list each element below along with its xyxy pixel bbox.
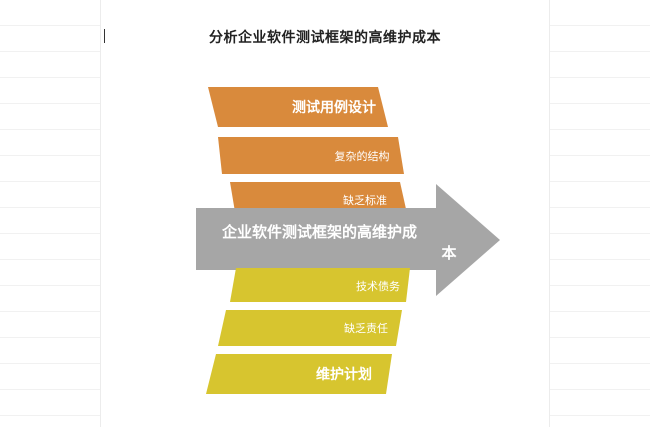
top-block-2 [218, 137, 404, 174]
text-cursor [104, 29, 105, 43]
bottom-block-1 [230, 268, 410, 302]
bottom-block-1-label: 技术债务 [356, 279, 400, 293]
center-label-line1: 企业软件测试框架的高维护成 [221, 223, 417, 241]
diagram-title: 分析企业软件测试框架的高维护成本 [209, 30, 441, 46]
top-block-2-label: 复杂的结构 [335, 149, 390, 163]
bottom-block-2 [218, 310, 402, 346]
center-label-line2: 本 [441, 244, 456, 262]
top-block-3-label: 缺乏标准 [343, 193, 387, 207]
bottom-block-3-label: 维护计划 [316, 366, 372, 383]
top-block-1 [208, 87, 388, 127]
bottom-block-2-label: 缺乏责任 [344, 321, 388, 335]
bottom-block-3 [206, 354, 392, 394]
top-block-1-label: 测试用例设计 [292, 99, 376, 116]
